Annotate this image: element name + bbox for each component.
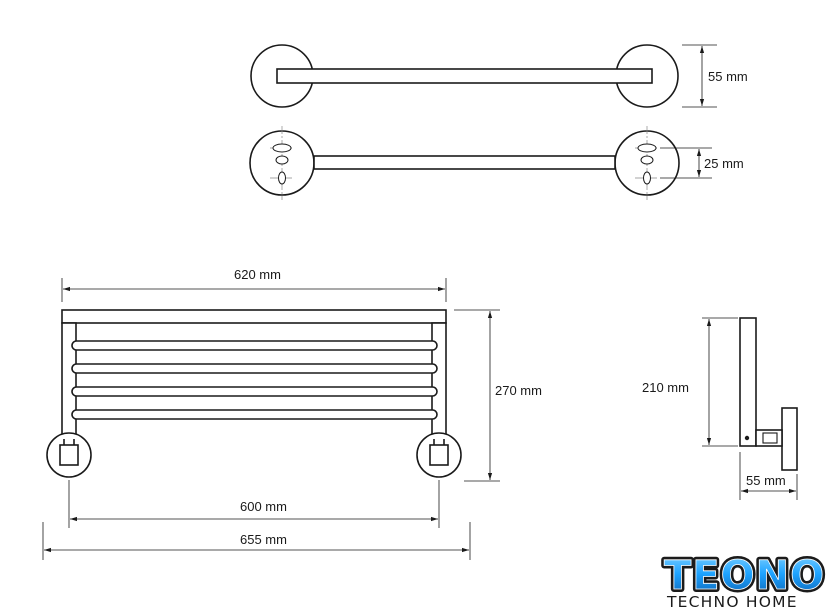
dim-side-height-label: 210 mm (642, 380, 689, 395)
dim-side-depth (739, 452, 798, 500)
screw-holes (272, 143, 657, 185)
dim-overall-length (61, 278, 447, 302)
screw-hole-icon (643, 171, 651, 185)
screw-icon (744, 435, 750, 441)
dim-height (454, 309, 500, 482)
top-bar (276, 68, 653, 84)
logo-tagline: TECHNO HOME (666, 593, 798, 611)
mount-view-bar (249, 130, 680, 196)
dim-rail-spacing-label: 600 mm (240, 499, 287, 514)
right-post (431, 322, 447, 440)
logo-brand-shadow: TEONO (664, 553, 825, 599)
screw-hole-icon (275, 155, 289, 165)
screw-hole-icon (637, 143, 657, 153)
dim-height-label: 270 mm (495, 383, 542, 398)
dim-side-height (702, 317, 738, 447)
dim-top-depth-label: 55 mm (708, 69, 748, 84)
screw-hole-icon (272, 143, 292, 153)
right-mount-block (429, 444, 449, 466)
screw-hole-icon (278, 171, 286, 185)
rack-rail (71, 363, 438, 374)
dim-overall-length-label: 620 mm (234, 267, 281, 282)
rack-rail (71, 340, 438, 351)
screw-hole-icon (640, 155, 654, 165)
logo-brand: TEONO (664, 553, 825, 599)
side-wall-plate (781, 407, 798, 471)
rack-top-bar (61, 309, 447, 324)
front-view-rack (46, 309, 462, 478)
left-post (61, 322, 77, 440)
dim-total-width-label: 655 mm (240, 532, 287, 547)
teono-logo: TEONO TEONO TECHNO HOME (661, 550, 827, 611)
mount-bar (313, 155, 616, 170)
dim-mount-spacing-label: 25 mm (704, 156, 744, 171)
rack-rail (71, 386, 438, 397)
dim-top-depth (682, 44, 717, 108)
side-bracket-inner (762, 432, 778, 444)
side-bar (739, 317, 757, 447)
top-view-bar (250, 44, 679, 108)
left-mount-block (59, 444, 79, 466)
dim-mount-spacing (660, 147, 712, 179)
dim-rail-spacing (68, 480, 440, 528)
side-view (739, 317, 798, 471)
dim-total-width (42, 522, 471, 560)
rack-rail (71, 409, 438, 420)
dim-side-depth-label: 55 mm (746, 473, 786, 488)
